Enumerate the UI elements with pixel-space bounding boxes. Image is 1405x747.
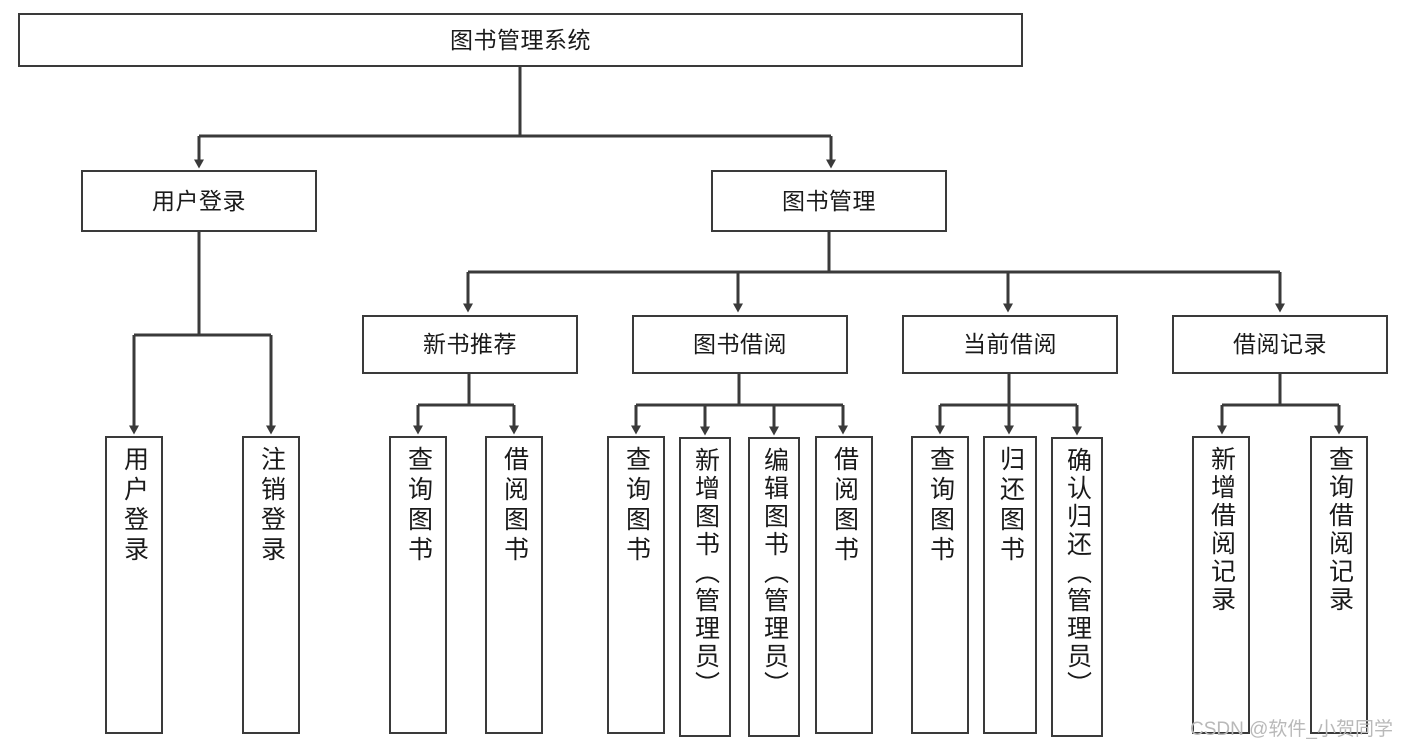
node-borrow-record-label: 借阅记录: [1233, 331, 1327, 358]
node-root[interactable]: 图书管理系统: [18, 13, 1023, 67]
node-leaf-add-book-label: 新增图书（管理员）: [691, 447, 720, 699]
node-book-management[interactable]: 图书管理: [711, 170, 947, 232]
node-borrow-record[interactable]: 借阅记录: [1172, 315, 1388, 374]
node-user-login[interactable]: 用户登录: [81, 170, 317, 232]
node-user-login-label: 用户登录: [152, 187, 246, 214]
node-current-borrow-label: 当前借阅: [963, 331, 1057, 358]
node-leaf-query-book-2[interactable]: 查询图书: [607, 436, 665, 734]
node-new-book-recommend[interactable]: 新书推荐: [362, 315, 578, 374]
node-root-label: 图书管理系统: [450, 26, 591, 53]
node-leaf-user-login[interactable]: 用户登录: [105, 436, 163, 734]
node-leaf-edit-book-label: 编辑图书（管理员）: [760, 447, 789, 699]
node-leaf-confirm-return-label: 确认归还（管理员）: [1063, 447, 1092, 699]
node-leaf-query-borrow-record-label: 查询借阅记录: [1325, 446, 1354, 614]
node-leaf-add-borrow-record[interactable]: 新增借阅记录: [1192, 436, 1250, 734]
node-leaf-logout-login[interactable]: 注销登录: [242, 436, 300, 734]
node-leaf-query-book-2-label: 查询图书: [622, 446, 651, 566]
node-leaf-user-login-label: 用户登录: [120, 446, 149, 566]
node-leaf-confirm-return[interactable]: 确认归还（管理员）: [1051, 437, 1103, 737]
node-leaf-query-book-3-label: 查询图书: [926, 446, 955, 566]
node-leaf-borrow-book-1-label: 借阅图书: [500, 446, 529, 566]
node-leaf-query-book-1-label: 查询图书: [404, 446, 433, 566]
node-book-borrow-label: 图书借阅: [693, 331, 787, 358]
node-leaf-borrow-book-2-label: 借阅图书: [830, 446, 859, 566]
node-leaf-return-book[interactable]: 归还图书: [983, 436, 1037, 734]
node-leaf-add-borrow-record-label: 新增借阅记录: [1207, 446, 1236, 614]
node-book-management-label: 图书管理: [782, 187, 876, 214]
node-leaf-query-book-3[interactable]: 查询图书: [911, 436, 969, 734]
node-leaf-query-book-1[interactable]: 查询图书: [389, 436, 447, 734]
node-leaf-borrow-book-1[interactable]: 借阅图书: [485, 436, 543, 734]
node-book-borrow[interactable]: 图书借阅: [632, 315, 848, 374]
node-leaf-logout-login-label: 注销登录: [257, 446, 286, 566]
node-new-book-recommend-label: 新书推荐: [423, 331, 517, 358]
node-leaf-add-book[interactable]: 新增图书（管理员）: [679, 437, 731, 737]
node-current-borrow[interactable]: 当前借阅: [902, 315, 1118, 374]
node-leaf-query-borrow-record[interactable]: 查询借阅记录: [1310, 436, 1368, 734]
node-leaf-borrow-book-2[interactable]: 借阅图书: [815, 436, 873, 734]
node-leaf-edit-book[interactable]: 编辑图书（管理员）: [748, 437, 800, 737]
node-leaf-return-book-label: 归还图书: [996, 446, 1025, 566]
